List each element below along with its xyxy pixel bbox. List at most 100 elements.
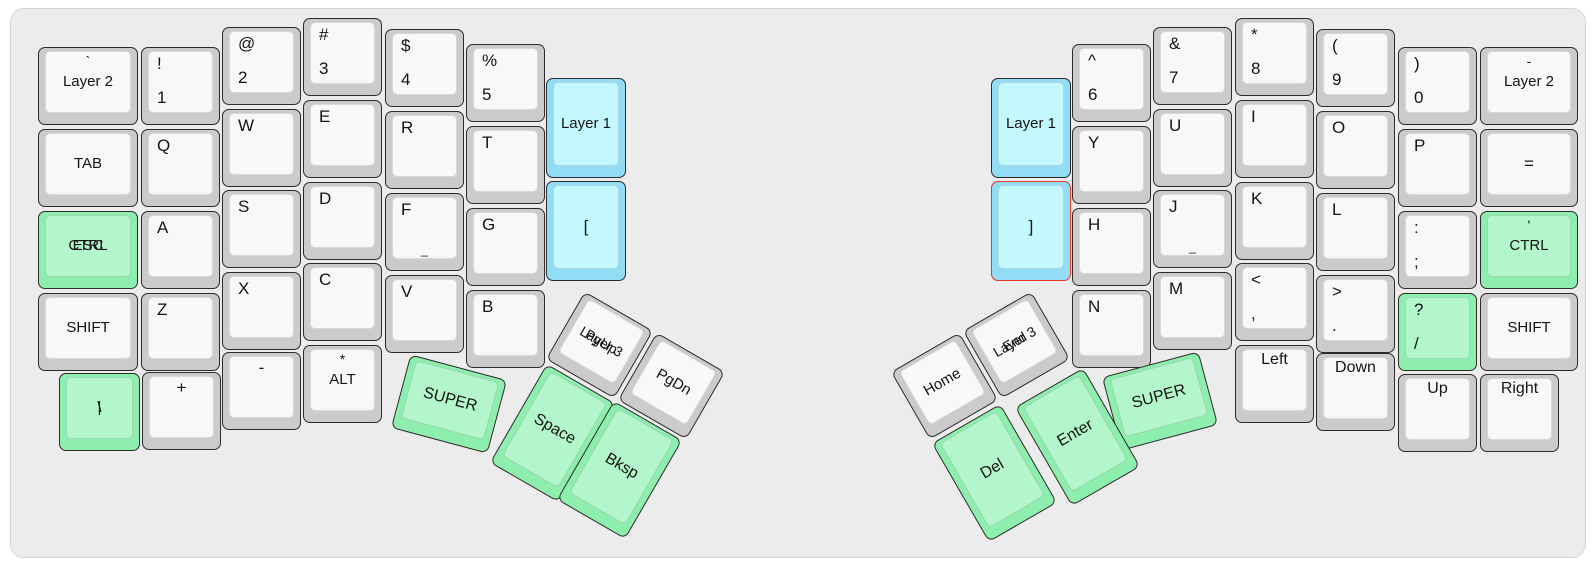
key-legend: , (1251, 304, 1256, 323)
key-a[interactable]: A (141, 211, 220, 289)
key-z[interactable]: Z (141, 293, 220, 371)
key-minus-layer2[interactable]: -Layer 2 (1480, 47, 1578, 125)
key-legend: Y (1088, 133, 1100, 152)
keycap-top: E (310, 104, 375, 166)
key-pipe-backslash[interactable]: |\ (59, 373, 140, 451)
key-u[interactable]: U (1153, 109, 1232, 187)
key-legend: Bksp (602, 449, 642, 483)
key-d[interactable]: D (303, 182, 382, 260)
key-e[interactable]: E (303, 100, 382, 178)
key-center-legends: SHIFT (1488, 298, 1570, 358)
key-p[interactable]: P (1398, 129, 1477, 207)
keycap-top: Up (1405, 378, 1470, 440)
key-i[interactable]: I (1235, 100, 1314, 178)
key-rparen-0[interactable]: )0 (1398, 47, 1477, 125)
key-legend: ^ (1088, 51, 1096, 70)
key-legend: ALT (329, 371, 356, 388)
key-legend: I (1251, 107, 1256, 126)
key-rbracket[interactable]: ] (991, 181, 1071, 281)
key-up-arrow[interactable]: Up (1398, 374, 1477, 452)
key-legend: ; (1414, 252, 1419, 271)
keycap-top: *8 (1242, 22, 1307, 84)
key-equals[interactable]: = (1480, 129, 1578, 207)
key-center-legends: SUPER (1111, 358, 1207, 436)
key-colon-semicolon[interactable]: :; (1398, 211, 1477, 289)
key-minus-left[interactable]: - (222, 352, 301, 430)
keycap-top: 'CTRL (1487, 215, 1571, 277)
keycap-top: S (229, 194, 294, 256)
key-percent-5[interactable]: %5 (466, 44, 545, 122)
key-question-slash[interactable]: ?/ (1398, 293, 1477, 371)
key-tab[interactable]: TAB (38, 129, 138, 207)
key-m[interactable]: M (1153, 272, 1232, 350)
key-legend: _ (420, 242, 429, 257)
keycap-top: !1 (148, 51, 213, 113)
key-lt-comma[interactable]: <, (1235, 263, 1314, 341)
key-g[interactable]: G (466, 208, 545, 286)
key-asterisk-8[interactable]: *8 (1235, 18, 1314, 96)
key-legend: ESC (72, 237, 104, 254)
key-o[interactable]: O (1316, 111, 1395, 189)
key-quote-ctrl[interactable]: 'CTRL (1480, 211, 1578, 289)
key-q[interactable]: Q (141, 129, 220, 207)
key-exclam-1[interactable]: !1 (141, 47, 220, 125)
key-gt-period[interactable]: >. (1316, 275, 1395, 353)
key-layer1-right[interactable]: Layer 1 (991, 78, 1071, 178)
key-legend: Left (1261, 351, 1288, 368)
key-v[interactable]: V (385, 275, 464, 353)
key-asterisk-alt[interactable]: *ALT (303, 345, 382, 423)
key-lbracket[interactable]: [ (546, 181, 626, 281)
key-layer1-left[interactable]: Layer 1 (546, 78, 626, 178)
key-right-arrow[interactable]: Right (1480, 374, 1559, 452)
key-t[interactable]: T (466, 126, 545, 204)
key-legend: ? (1414, 300, 1424, 319)
keycap-top: + (149, 376, 214, 438)
key-hash-3[interactable]: #3 (303, 18, 382, 96)
key-plus[interactable]: + (142, 372, 221, 450)
key-amp-7[interactable]: &7 (1153, 27, 1232, 105)
keycap-top: SHIFT (1487, 297, 1571, 359)
key-h[interactable]: H (1072, 208, 1151, 286)
key-legend: W (238, 116, 255, 135)
key-legend: ! (157, 54, 162, 73)
key-legend: Q (157, 136, 171, 155)
key-lparen-9[interactable]: (9 (1316, 29, 1395, 107)
key-n[interactable]: N (1072, 290, 1151, 368)
key-center-legends: ALT (311, 350, 374, 410)
key-legend: Layer 3 (577, 322, 626, 361)
key-c[interactable]: C (303, 263, 382, 341)
key-center-legends: [ (554, 186, 618, 268)
key-dollar-4[interactable]: $4 (385, 29, 464, 107)
key-down-arrow[interactable]: Down (1316, 353, 1395, 431)
keycap-top: Z (148, 297, 213, 359)
key-legend: $ (401, 36, 411, 55)
keycap-top: TAB (45, 133, 131, 195)
key-legend: . (1332, 316, 1337, 335)
key-grave-layer2[interactable]: `Layer 2 (38, 47, 138, 125)
keycap-top: &7 (1160, 31, 1225, 93)
key-center-legends: SHIFT (46, 298, 130, 358)
key-legend: R (401, 118, 414, 137)
keycap-top: N (1079, 294, 1144, 356)
key-b[interactable]: B (466, 290, 545, 368)
key-caret-6[interactable]: ^6 (1072, 44, 1151, 122)
key-legend: K (1251, 189, 1263, 208)
key-r[interactable]: R (385, 111, 464, 189)
key-s[interactable]: S (222, 190, 301, 268)
key-w[interactable]: W (222, 109, 301, 187)
keycap-top: ?/ (1405, 297, 1470, 359)
keycap-top: -Layer 2 (1487, 51, 1571, 113)
key-f[interactable]: F_ (385, 193, 464, 271)
key-y[interactable]: Y (1072, 126, 1151, 204)
key-legend: Right (1500, 380, 1539, 397)
key-shift-left[interactable]: SHIFT (38, 293, 138, 371)
key-x[interactable]: X (222, 272, 301, 350)
key-j[interactable]: J_ (1153, 190, 1232, 268)
key-l[interactable]: L (1316, 193, 1395, 271)
key-at-2[interactable]: @2 (222, 27, 301, 105)
key-left-arrow[interactable]: Left (1235, 345, 1314, 423)
key-legend: @ (238, 34, 256, 53)
key-shift-right[interactable]: SHIFT (1480, 293, 1578, 371)
key-k[interactable]: K (1235, 182, 1314, 260)
